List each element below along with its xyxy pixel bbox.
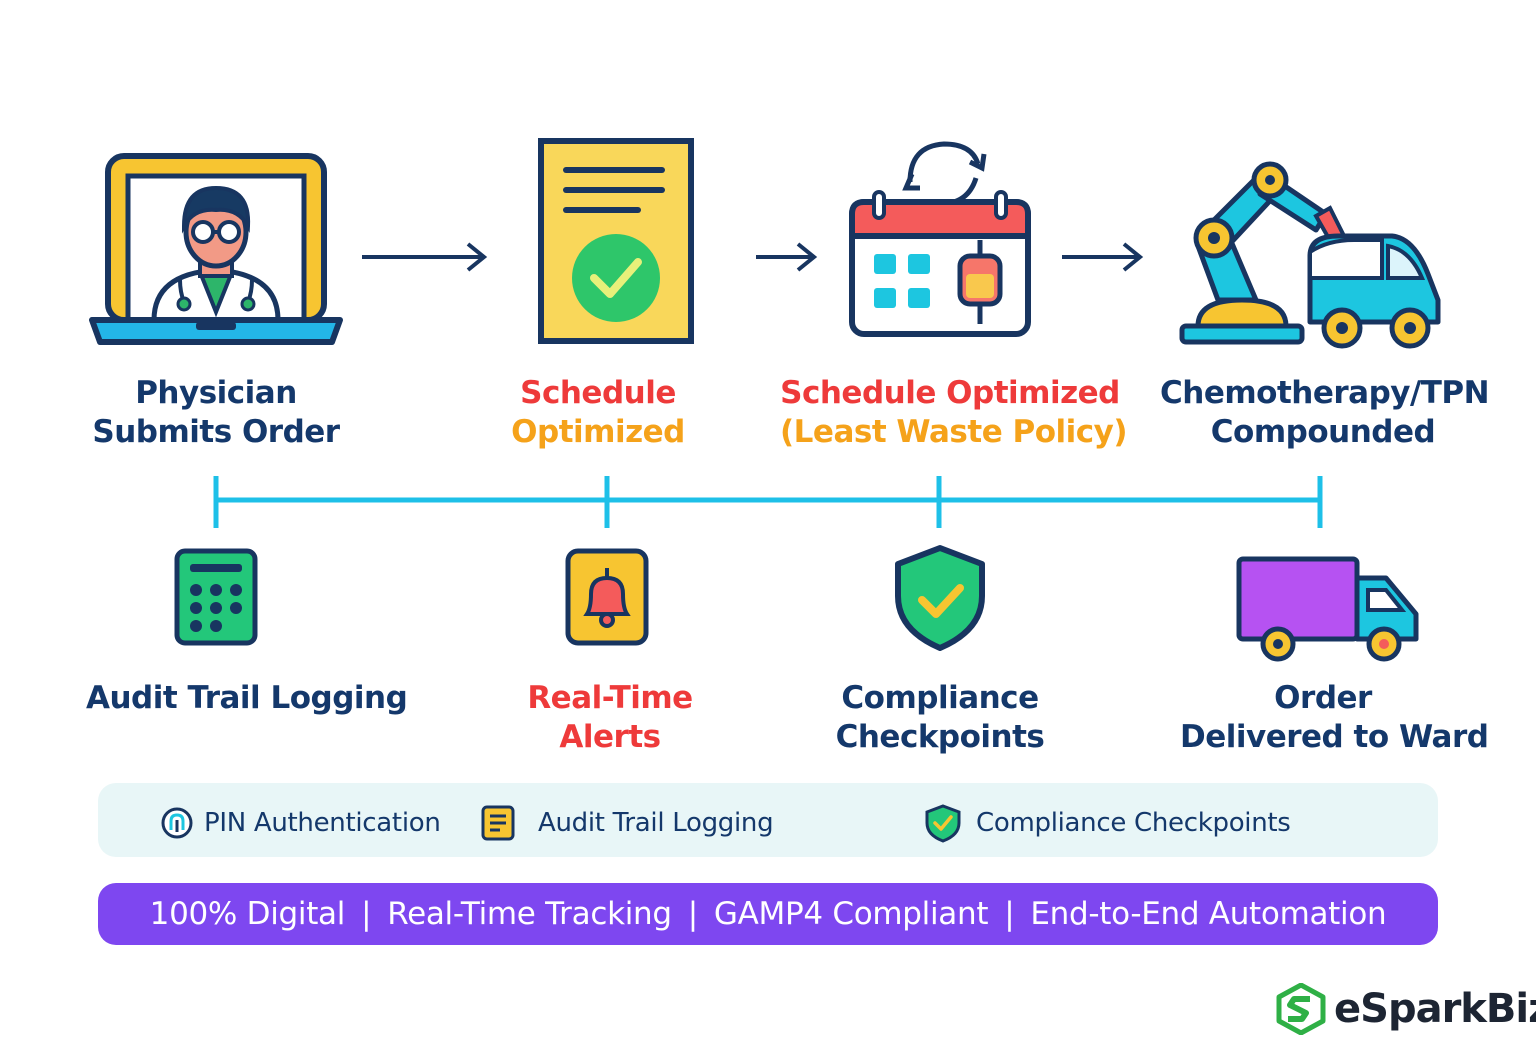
delivery-truck-icon xyxy=(1236,556,1419,662)
esparkbiz-logo: eSparkBiz xyxy=(1276,982,1536,1036)
fingerprint-icon xyxy=(161,807,193,839)
badge-pin-authentication: PIN Authentication xyxy=(160,806,441,840)
banner-separator: | xyxy=(687,896,698,932)
calculator-icon xyxy=(174,548,258,646)
banner-item: End-to-End Automation xyxy=(1030,896,1387,932)
banner-separator: | xyxy=(1004,896,1015,932)
document-check-icon xyxy=(538,138,694,344)
esparkbiz-logo-icon xyxy=(1276,983,1326,1035)
logo-text: eSparkBiz xyxy=(1334,986,1536,1032)
shield-check-icon xyxy=(925,804,961,843)
step-audit-trail-label: Audit Trail Logging xyxy=(86,680,408,716)
banner-item: Real-Time Tracking xyxy=(387,896,672,932)
step-physician-label: Physician Submits Order xyxy=(92,375,340,450)
summary-banner: 100% Digital | Real-Time Tracking | GAMP… xyxy=(98,883,1438,945)
badge-audit-trail-logging: Audit Trail Logging xyxy=(480,805,774,841)
step-schedule-label: Schedule Optimized xyxy=(511,375,685,450)
clipboard-icon xyxy=(481,805,515,841)
bell-icon xyxy=(565,548,649,646)
banner-item: GAMP4 Compliant xyxy=(713,896,989,932)
calendar-iv-bag-icon xyxy=(849,141,1031,337)
timeline xyxy=(213,476,1323,528)
arrow-right-icon xyxy=(362,242,488,272)
step-compliance-label: Compliance Checkpoints xyxy=(835,680,1045,755)
step-schedule-optimized-label: Schedule Optimized (Least Waste Policy) xyxy=(780,375,1128,450)
arrow-right-icon xyxy=(756,242,818,272)
step-delivered-label: Order Delivered to Ward xyxy=(1180,680,1489,755)
robot-arm-truck-icon xyxy=(1179,161,1441,349)
shield-check-icon xyxy=(895,545,985,651)
banner-item: 100% Digital xyxy=(149,896,346,932)
step-real-time-alerts-label: Real-Time Alerts xyxy=(527,680,693,755)
banner-separator: | xyxy=(361,896,372,932)
laptop-doctor-icon xyxy=(89,153,343,345)
badge-compliance-checkpoints: Compliance Checkpoints xyxy=(924,804,1291,843)
arrow-right-icon xyxy=(1062,242,1144,272)
step-compounded-label: Chemotherapy/TPN Compounded xyxy=(1160,375,1490,450)
feature-badge-bar xyxy=(98,783,1438,857)
